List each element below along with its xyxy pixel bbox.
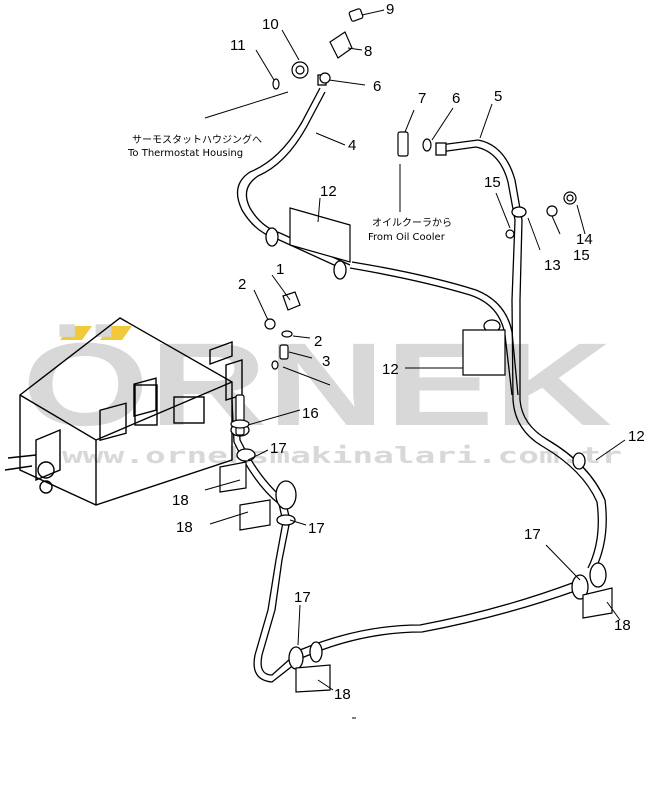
callout-9: 9 (386, 1, 394, 18)
small-parts (230, 8, 577, 436)
thermostat-note-jp: サーモスタットハウジングへ (132, 133, 262, 146)
thermostat-note-en: To Thermostat Housing (127, 148, 243, 159)
callout-12: 12 (382, 361, 399, 378)
callout-17: 17 (524, 526, 541, 543)
callout-14: 14 (576, 231, 593, 248)
callout-2: 2 (238, 276, 246, 293)
watermark-url: www.orneksmakinalari.com.tr (62, 444, 622, 469)
callout-2: 2 (314, 333, 322, 350)
callout-17: 17 (294, 589, 311, 606)
callout-16: 16 (302, 405, 319, 422)
callouts: 9 10 8 11 6 4 7 6 5 12 15 14 13 15 1 2 2… (172, 1, 645, 703)
notes: サーモスタットハウジングへ To Thermostat Housing オイルク… (127, 133, 452, 243)
callout-11: 11 (230, 37, 246, 54)
callout-12: 12 (320, 183, 337, 200)
callout-18: 18 (176, 519, 193, 536)
hose-lower (230, 399, 607, 683)
callout-15: 15 (573, 247, 590, 264)
callout-6: 6 (373, 78, 381, 95)
hose-5 (435, 139, 607, 571)
callout-12: 12 (628, 428, 645, 445)
callout-1: 1 (276, 261, 284, 278)
callout-5: 5 (494, 88, 502, 105)
callout-17: 17 (270, 440, 287, 457)
oil-cooler-note-en: From Oil Cooler (368, 232, 446, 243)
hose-4 (236, 74, 519, 396)
watermark-accent (60, 326, 132, 340)
oil-cooler-note-jp: オイルクーラから (372, 217, 452, 229)
callout-13: 13 (544, 257, 561, 274)
callout-15: 15 (484, 174, 501, 191)
tag-boxes (219, 207, 613, 693)
callout-18: 18 (334, 686, 351, 703)
callout-7: 7 (418, 90, 426, 107)
callout-17: 17 (308, 520, 325, 537)
callout-8: 8 (364, 43, 372, 60)
callout-18: 18 (172, 492, 189, 509)
leader-lines (204, 9, 626, 691)
callout-10: 10 (262, 16, 279, 33)
callout-6: 6 (452, 90, 460, 107)
callout-18: 18 (614, 617, 631, 634)
callout-4: 4 (348, 137, 356, 154)
callout-3: 3 (322, 353, 330, 370)
